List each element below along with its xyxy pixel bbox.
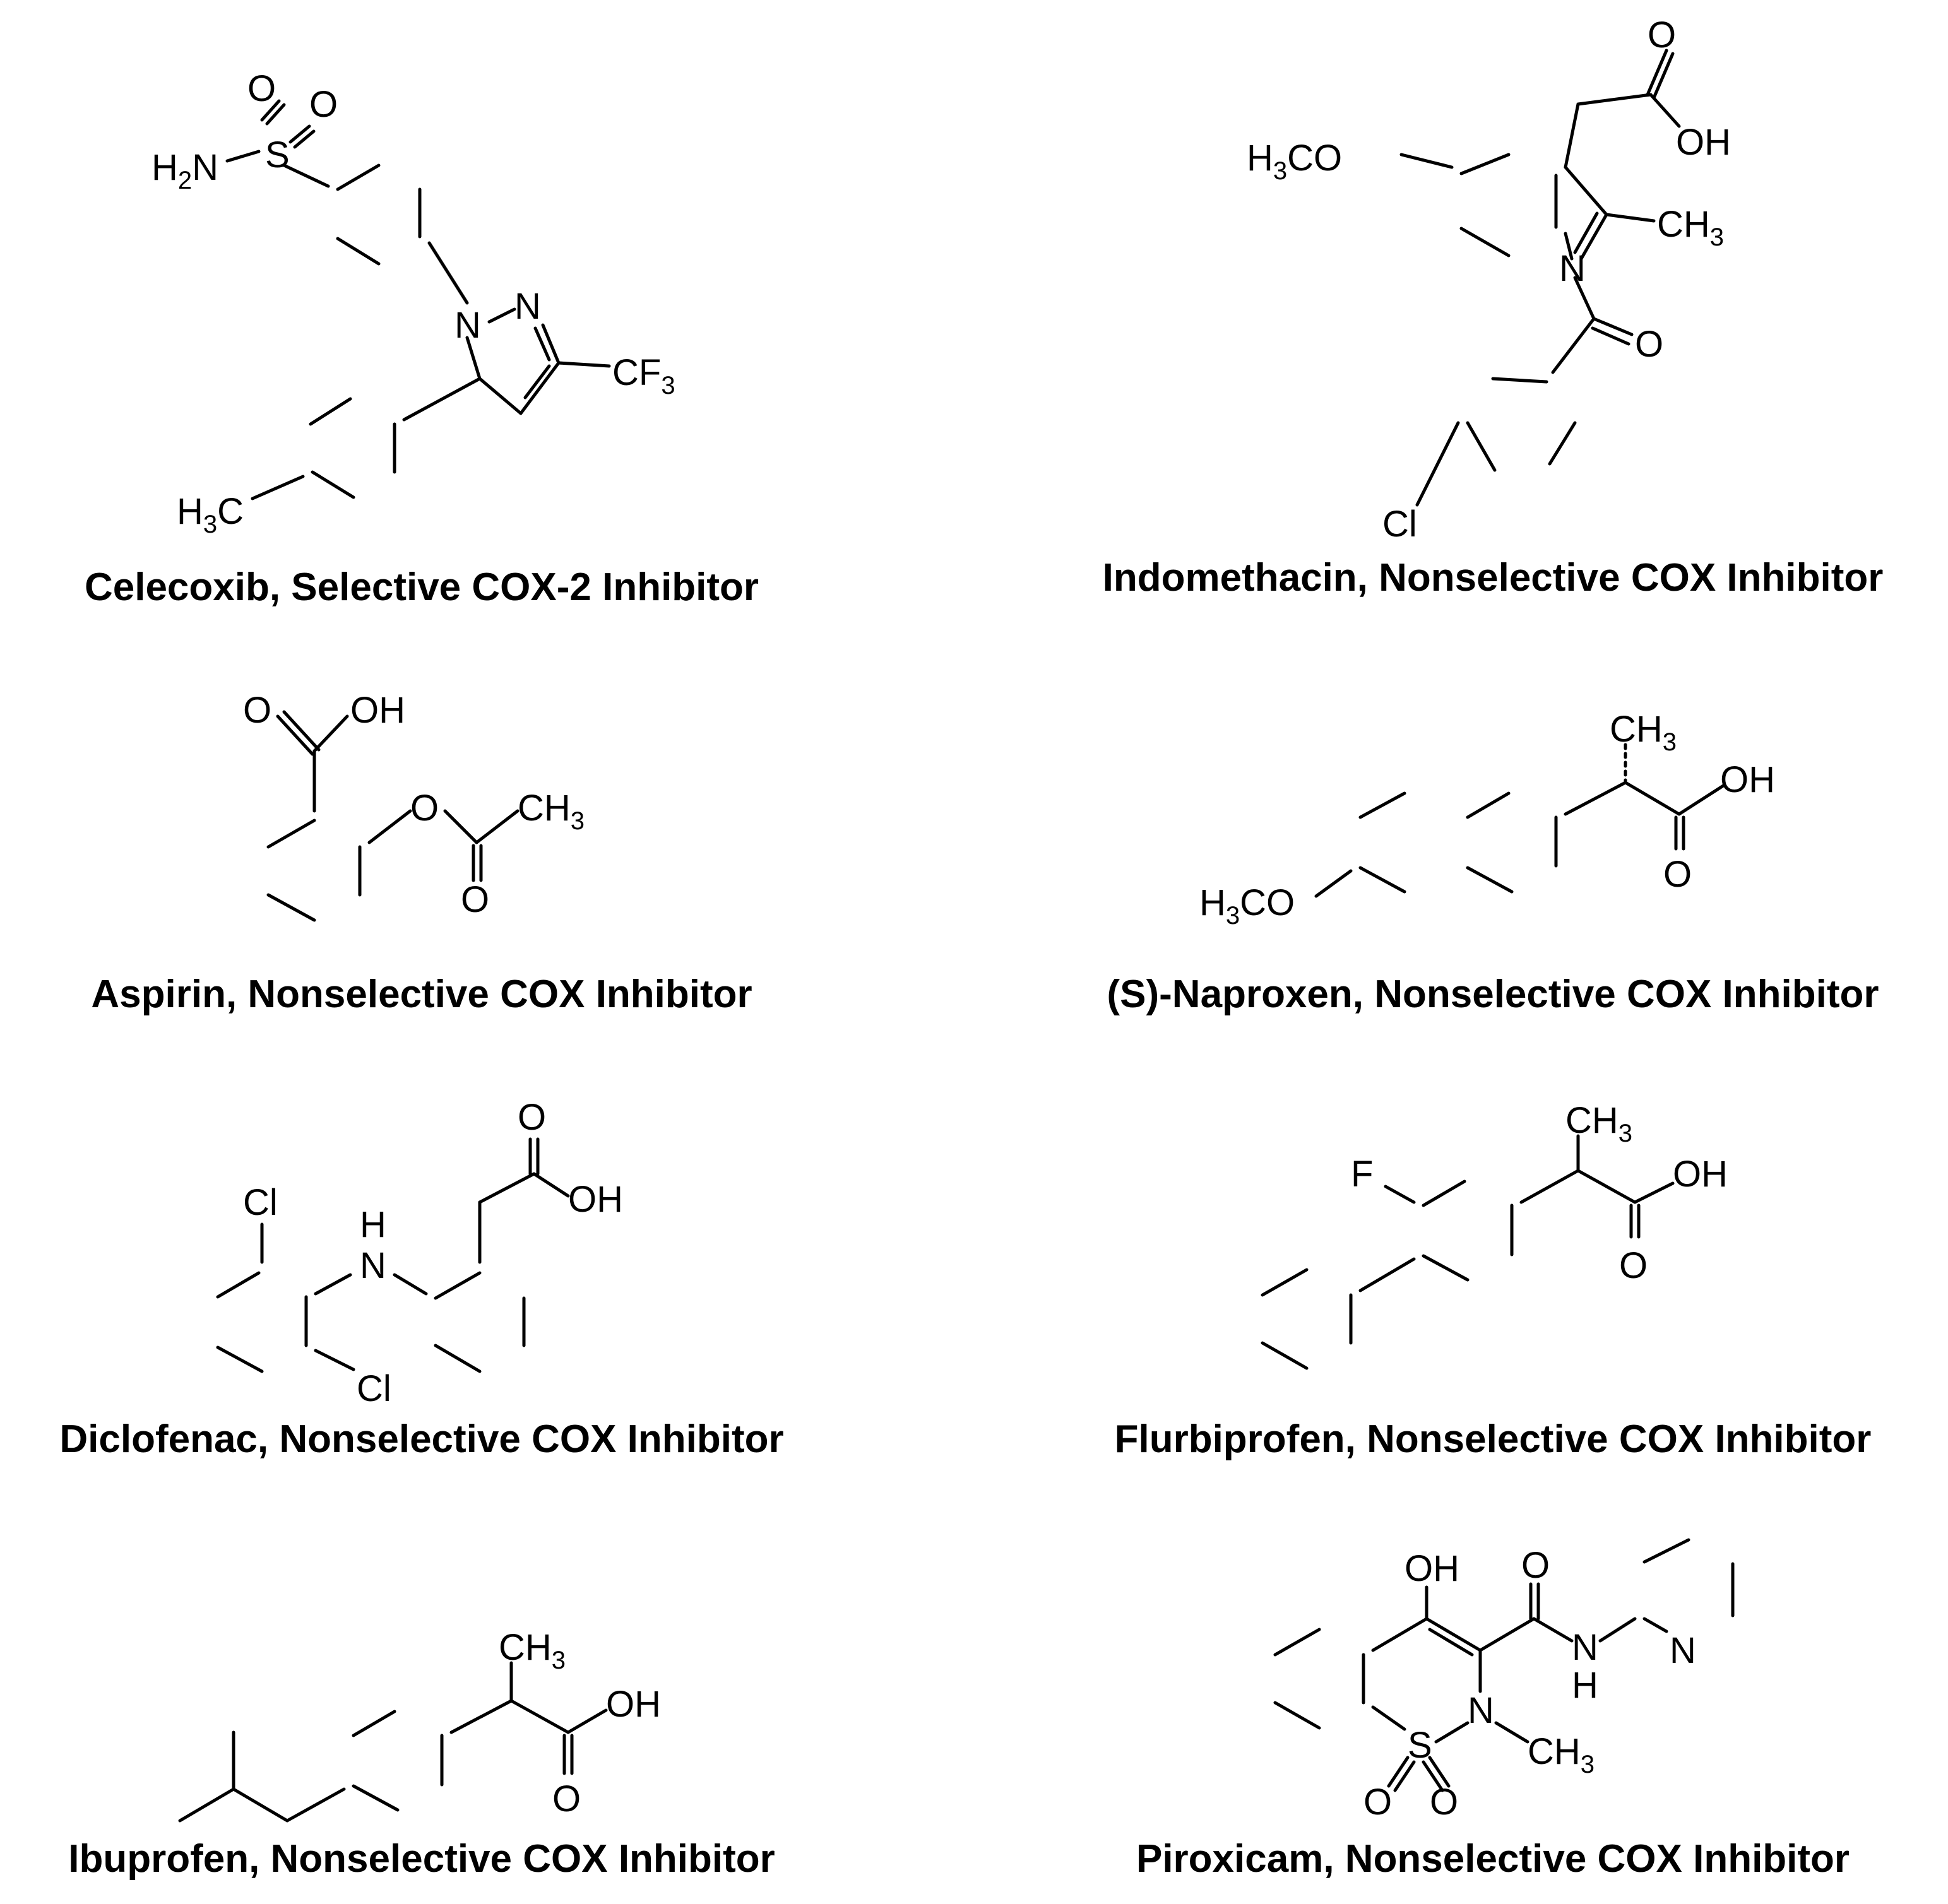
piroxicam-atom-oh: OH [1405,1548,1459,1589]
piroxicam-atom-ch3: CH3 [1528,1731,1595,1778]
diclofenac-caption: Diclofenac, Nonselective COX Inhibitor [59,1417,784,1461]
piroxicam-atom-n-pyr: N [1670,1630,1696,1671]
diclofenac-atom-nh-n: N [360,1245,386,1286]
flurbiprofen-atom-o: O [1619,1245,1648,1286]
indomethacin-atom-o-amide: O [1635,324,1663,365]
naproxen-atom-ch3: CH3 [1610,709,1677,756]
celecoxib-atom-o1: O [247,68,276,109]
indomethacin-caption: Indomethacin, Nonselective COX Inhibitor [1102,556,1884,600]
piroxicam-atom-o2: O [1430,1782,1458,1823]
naproxen-atom-h3co: H3CO [1199,882,1295,930]
indomethacin-atom-ch3: CH3 [1657,204,1724,251]
celecoxib-structure: O O H2N S N N CF3 H3C [151,68,675,538]
celecoxib-atom-h2n: H2N [151,147,218,194]
ibuprofen-atom-oh: OH [606,1684,661,1725]
celecoxib-atom-n2: N [514,286,541,327]
piroxicam-caption: Piroxicam, Nonselective COX Inhibitor [1136,1837,1850,1881]
diclofenac-atom-nh-h: H [360,1204,386,1245]
diclofenac-atom-o: O [518,1097,546,1138]
flurbiprofen-caption: Flurbiprofen, Nonselective COX Inhibitor [1114,1417,1872,1461]
piroxicam-atom-n-amide: N [1572,1627,1598,1668]
celecoxib-atom-s: S [265,134,290,175]
ibuprofen-structure: CH3 OH O [178,1627,661,1823]
naproxen-atom-oh: OH [1720,759,1775,800]
celecoxib-atom-n1: N [454,305,481,346]
diclofenac-atom-oh: OH [568,1179,623,1220]
flurbiprofen-atom-f: F [1351,1154,1373,1195]
indomethacin-atom-o-top: O [1648,15,1676,56]
indomethacin-atom-oh: OH [1676,122,1731,163]
piroxicam-atom-n-ring: N [1468,1690,1494,1731]
celecoxib-atom-h3c: H3C [177,491,244,538]
flurbiprofen-atom-oh: OH [1673,1154,1728,1195]
diclofenac-atom-cl2: Cl [357,1368,391,1409]
aspirin-structure: O OH O CH3 O [243,690,585,922]
naproxen-atom-o: O [1663,854,1692,895]
piroxicam-atom-o-amide: O [1521,1545,1550,1586]
aspirin-atom-o-acid: O [243,690,271,731]
indomethacin-structure: O OH H3CO CH3 N O Cl [1247,15,1731,545]
diclofenac-atom-cl1: Cl [243,1182,278,1223]
naproxen-structure: CH3 OH O H3CO [1199,709,1775,930]
naproxen-caption: (S)-Naproxen, Nonselective COX Inhibitor [1107,973,1879,1016]
aspirin-atom-ch3: CH3 [518,788,585,835]
ibuprofen-caption: Ibuprofen, Nonselective COX Inhibitor [68,1837,775,1881]
aspirin-atom-o-carbonyl: O [461,879,489,920]
celecoxib-atom-cf3: CF3 [612,352,675,399]
aspirin-caption: Aspirin, Nonselective COX Inhibitor [91,973,752,1016]
ibuprofen-atom-o: O [552,1778,581,1819]
piroxicam-atom-h-amide: H [1572,1665,1598,1706]
piroxicam-structure: OH O N H N N CH3 S O O [1273,1538,1735,1823]
flurbiprofen-structure: CH3 F OH O [1261,1100,1728,1370]
aspirin-atom-oh: OH [350,690,405,731]
celecoxib-caption: Celecoxib, Selective COX-2 Inhibitor [84,565,759,609]
aspirin-atom-o-ester: O [410,788,439,829]
indomethacin-atom-n: N [1559,248,1586,289]
celecoxib-atom-o2: O [309,84,338,125]
piroxicam-atom-s: S [1408,1725,1432,1766]
ibuprofen-atom-ch3: CH3 [499,1627,566,1674]
indomethacin-atom-cl: Cl [1382,504,1417,545]
indomethacin-atom-h3co: H3CO [1247,138,1342,185]
diclofenac-structure: O OH Cl H N Cl [216,1097,623,1409]
piroxicam-atom-o1: O [1363,1782,1392,1823]
flurbiprofen-atom-ch3: CH3 [1565,1100,1632,1147]
